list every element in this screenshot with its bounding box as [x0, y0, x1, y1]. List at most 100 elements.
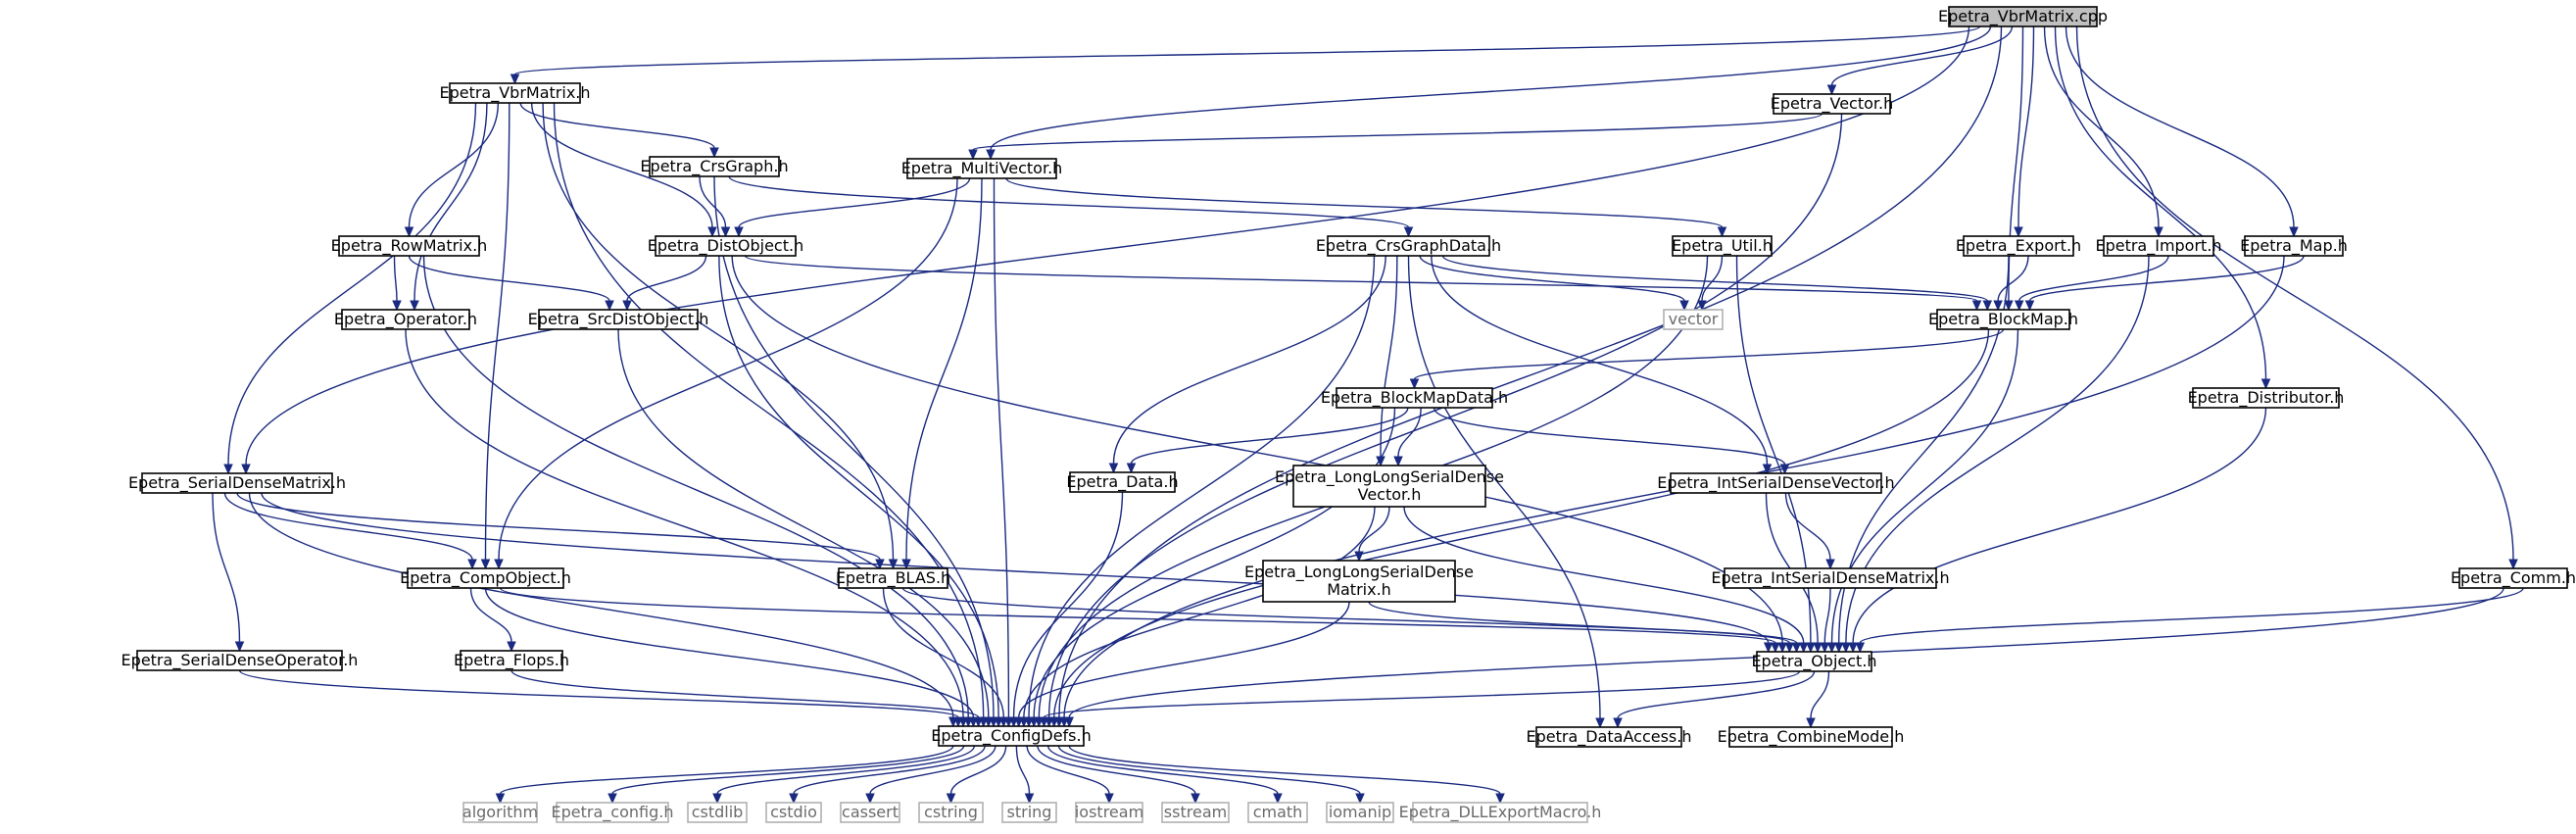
node-box [2192, 387, 2340, 409]
edge-flops-to-configdefs [510, 669, 984, 728]
edge-distobject-to-srcdist [622, 255, 707, 312]
node-box [1247, 802, 1308, 823]
node-vector[interactable]: Epetra_Vector.h [1771, 93, 1894, 115]
node-compobject[interactable]: Epetra_CompObject.h [400, 567, 571, 589]
node-box [1326, 802, 1394, 823]
node-box [649, 156, 780, 177]
edge-rowmatrix-to-operator [392, 255, 402, 312]
node-sdo[interactable]: Epetra_SerialDenseOperator.h [122, 650, 359, 671]
node-configdefs[interactable]: Epetra_ConfigDefs.h [931, 725, 1092, 747]
edge-llsdv-to-configdefs [1019, 506, 1376, 728]
node-box [1936, 309, 2070, 330]
node-iomanip: iomanip [1326, 802, 1394, 823]
edge-crsgraphdata-to-dataaccess [1407, 255, 1605, 729]
node-crsgraph[interactable]: Epetra_CrsGraph.h [640, 156, 789, 177]
node-distobject[interactable]: Epetra_DistObject.h [648, 235, 803, 257]
edge-multivector-to-compobject [494, 177, 958, 570]
node-vectorstd: vector [1663, 309, 1724, 330]
edge-vbrh-to-blas [542, 102, 899, 570]
node-box [1161, 802, 1230, 823]
node-rowmatrix[interactable]: Epetra_RowMatrix.h [331, 235, 488, 257]
edge-isdm-to-object [1820, 587, 1831, 654]
node-label: cstdio [770, 803, 817, 821]
edge-multivector-to-util [1005, 177, 1727, 238]
edge-compobject-to-object [499, 587, 1780, 654]
node-layer: Epetra_VbrMatrix.cppEpetra_VbrMatrix.hEp… [122, 6, 2576, 823]
node-flops[interactable]: Epetra_Flops.h [454, 650, 569, 671]
node-box [556, 802, 669, 823]
node-map[interactable]: Epetra_Map.h [2240, 235, 2348, 257]
node-vbrh[interactable]: Epetra_VbrMatrix.h [439, 82, 591, 104]
edge-configdefs-to-cstdlib [712, 745, 976, 805]
node-isdm[interactable]: Epetra_IntSerialDenseMatrix.h [1711, 567, 1950, 589]
edge-data-to-configdefs [1008, 491, 1124, 728]
node-vbrcpp[interactable]: Epetra_VbrMatrix.cpp [1938, 6, 2108, 27]
edge-configdefs-to-econfig [608, 745, 965, 805]
node-comm[interactable]: Epetra_Comm.h [2451, 567, 2576, 589]
edge-vector-to-multivector [968, 113, 1823, 161]
edge-configdefs-to-cstdio [789, 745, 986, 805]
node-srcdist[interactable]: Epetra_SrcDistObject.h [528, 309, 709, 330]
node-import[interactable]: Epetra_Import.h [2095, 235, 2222, 257]
node-label: Epetra_Flops.h [454, 651, 569, 670]
node-blockmapdata[interactable]: Epetra_BlockMapData.h [1321, 387, 1508, 409]
node-multivector[interactable]: Epetra_MultiVector.h [901, 158, 1063, 179]
node-object[interactable]: Epetra_Object.h [1751, 651, 1877, 672]
node-serialdense[interactable]: Epetra_SerialDenseMatrix.h [128, 472, 346, 494]
node-box [1724, 567, 1937, 589]
node-box [136, 650, 343, 671]
edge-crsgraphdata-to-data [1108, 255, 1386, 474]
edge-configdefs-to-algorithm [495, 745, 954, 805]
node-box [1292, 465, 1486, 508]
node-export[interactable]: Epetra_Export.h [1956, 235, 2081, 257]
edge-util-to-object [1735, 255, 1816, 654]
node-box [341, 309, 470, 330]
node-box [338, 235, 480, 257]
node-util[interactable]: Epetra_Util.h [1672, 235, 1773, 257]
node-label: Epetra_CompObject.h [400, 568, 571, 588]
node-box [462, 802, 538, 823]
edge-configdefs-to-cmath [1046, 745, 1283, 805]
node-crsgraphdata[interactable]: Epetra_CrsGraphData.h [1316, 235, 1501, 257]
node-isdv[interactable]: Epetra_IntSerialDenseVector.h [1657, 472, 1895, 494]
node-box [1663, 309, 1724, 330]
node-box [1963, 235, 2074, 257]
node-blas[interactable]: Epetra_BLAS.h [836, 567, 950, 589]
node-box [1075, 802, 1143, 823]
node-operator[interactable]: Epetra_Operator.h [334, 309, 477, 330]
edge-srcdist-to-configdefs [617, 328, 994, 728]
node-label: Epetra_DataAccess.h [1527, 727, 1692, 747]
node-label: Epetra_Object.h [1751, 652, 1876, 671]
node-cassert: cassert [840, 802, 900, 823]
edge-map-to-blockmap [2024, 255, 2305, 312]
node-label: cstring [924, 803, 978, 821]
edge-comm-to-object [1855, 587, 2524, 654]
node-distributor[interactable]: Epetra_Distributor.h [2188, 387, 2345, 409]
edge-configdefs-to-cassert [865, 745, 996, 805]
node-box [1327, 235, 1490, 257]
node-algorithm: algorithm [462, 802, 538, 823]
edge-llsdm-to-object [1368, 601, 1802, 654]
edge-blockmap-to-blockmapdata [1409, 328, 2005, 390]
node-label: Epetra_SerialDenseMatrix.h [128, 473, 346, 493]
node-label: vector [1669, 310, 1719, 328]
edge-llsdv-to-object [1403, 506, 1809, 654]
node-combinemode[interactable]: Epetra_CombineMode.h [1718, 726, 1905, 748]
node-box [1535, 726, 1682, 748]
edge-compobject-to-flops [469, 587, 516, 653]
edge-vbrh-to-configdefs [553, 102, 989, 728]
node-data[interactable]: Epetra_Data.h [1066, 471, 1179, 493]
node-label: Epetra_BlockMapData.h [1321, 388, 1508, 408]
node-label: Epetra_Import.h [2095, 236, 2221, 256]
node-box [2458, 567, 2568, 589]
node-label: Epetra_IntSerialDenseVector.h [1657, 473, 1894, 493]
node-label: Epetra_Export.h [1956, 236, 2081, 256]
node-blockmap[interactable]: Epetra_BlockMap.h [1928, 309, 2078, 330]
node-dataaccess[interactable]: Epetra_DataAccess.h [1527, 726, 1692, 748]
node-sstream: sstream [1161, 802, 1230, 823]
node-label: Epetra_Util.h [1672, 236, 1773, 256]
